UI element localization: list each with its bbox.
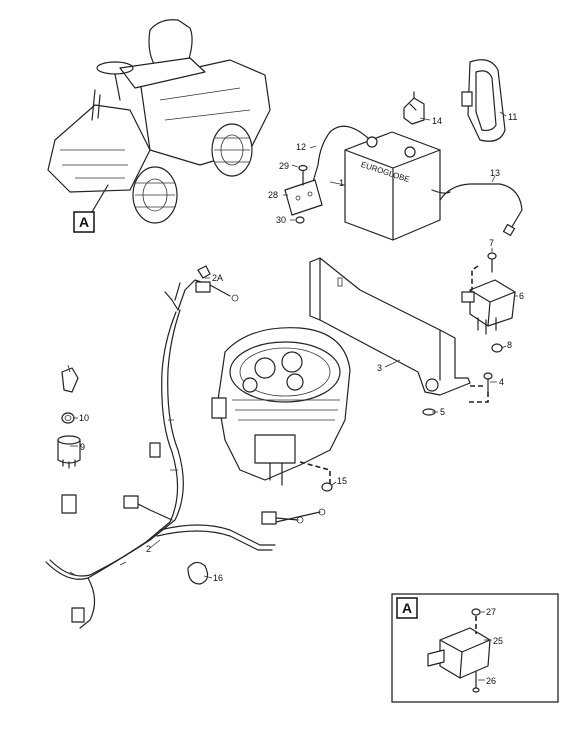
detail-ref-box: A — [73, 211, 95, 233]
callout-14: 14 — [432, 116, 442, 126]
key-switch — [61, 364, 79, 393]
detail-ref-letter: A — [79, 214, 89, 230]
battery: EUROGLOBE — [344, 131, 441, 241]
nut-8 — [491, 343, 503, 353]
callout-labels: 1 2 2A 3 4 5 6 7 8 9 10 11 12 13 14 15 1… — [79, 112, 524, 686]
callout-8: 8 — [507, 340, 512, 350]
callout-13: 13 — [490, 168, 500, 178]
detail-box-a: A — [391, 593, 559, 703]
battery-cable-13 — [431, 183, 523, 231]
callout-leaders — [70, 111, 518, 681]
cable-tie-16 — [187, 561, 209, 585]
callout-6: 6 — [519, 291, 524, 301]
bracket-28 — [284, 179, 323, 216]
connector-15-dash — [299, 461, 331, 485]
clip-2a — [197, 265, 211, 279]
callout-5: 5 — [440, 407, 445, 417]
callout-3: 3 — [377, 363, 382, 373]
nut-10 — [61, 412, 75, 424]
engine — [211, 327, 351, 486]
cap-15 — [321, 482, 333, 492]
callout-27: 27 — [486, 607, 496, 617]
riding-mower-illustration — [47, 19, 271, 224]
mounting-bracket-3 — [309, 257, 471, 396]
nut-30 — [295, 216, 305, 224]
callout-26: 26 — [486, 676, 496, 686]
callout-2a: 2A — [212, 273, 223, 283]
battery-cable-12 — [311, 125, 369, 186]
wiring-harness-2 — [45, 279, 326, 629]
callout-2: 2 — [146, 544, 151, 554]
callout-11: 11 — [508, 112, 517, 122]
callout-25: 25 — [493, 636, 503, 646]
callout-7: 7 — [489, 238, 494, 248]
callout-16: 16 — [213, 573, 223, 583]
callout-28: 28 — [268, 190, 278, 200]
callout-10: 10 — [79, 413, 89, 423]
callout-15: 15 — [337, 476, 347, 486]
callout-4: 4 — [499, 377, 504, 387]
relay-6 — [461, 279, 516, 335]
callout-1: 1 — [339, 178, 344, 188]
strap-11 — [461, 59, 506, 142]
ignition-switch-9 — [57, 435, 81, 469]
callout-12: 12 — [296, 142, 306, 152]
callout-30: 30 — [276, 215, 286, 225]
callout-29: 29 — [279, 161, 289, 171]
callout-9: 9 — [80, 442, 85, 452]
detail-letter: A — [402, 600, 412, 616]
connector-14 — [403, 91, 425, 125]
